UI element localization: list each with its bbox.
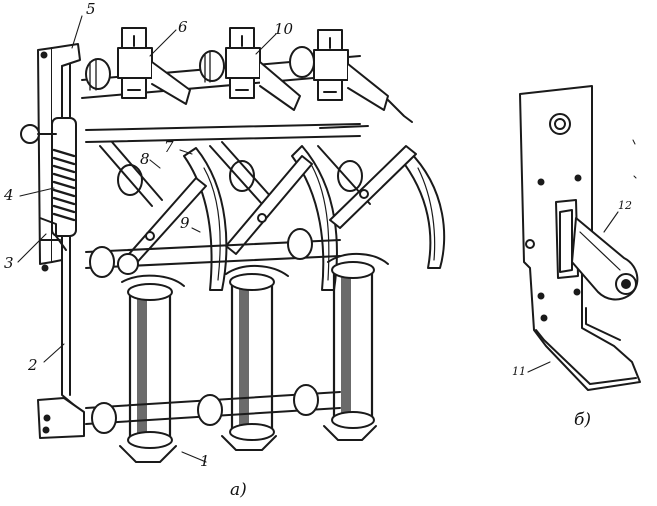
caption-view-a: а) — [230, 480, 247, 500]
callout-leaders-a — [17, 15, 277, 463]
callout-10: 10 — [274, 20, 294, 38]
callout-1: 1 — [200, 452, 210, 470]
moving-blades — [183, 145, 446, 291]
callout-5: 5 — [86, 0, 96, 18]
top-shaft — [81, 46, 361, 99]
view-a-assembly — [17, 15, 446, 463]
view-b-bracket — [519, 85, 641, 391]
callout-6: 6 — [178, 18, 188, 36]
middle-shaft — [85, 123, 371, 207]
callout-9: 9 — [180, 214, 190, 232]
lower-shaft — [85, 228, 341, 278]
callout-12: 12 — [618, 199, 632, 212]
spring-assembly — [20, 117, 77, 251]
callout-3: 3 — [4, 254, 14, 272]
bottom-shaft — [85, 384, 377, 463]
callout-7: 7 — [164, 138, 174, 156]
callout-2: 2 — [28, 356, 38, 374]
top-fixed-contacts — [117, 27, 413, 123]
callout-4: 4 — [4, 186, 14, 204]
fuse-insulators — [121, 252, 389, 449]
caption-view-b: б) — [574, 410, 592, 430]
callout-8: 8 — [140, 150, 150, 168]
drive-links — [121, 145, 417, 269]
callout-11: 11 — [512, 365, 526, 378]
